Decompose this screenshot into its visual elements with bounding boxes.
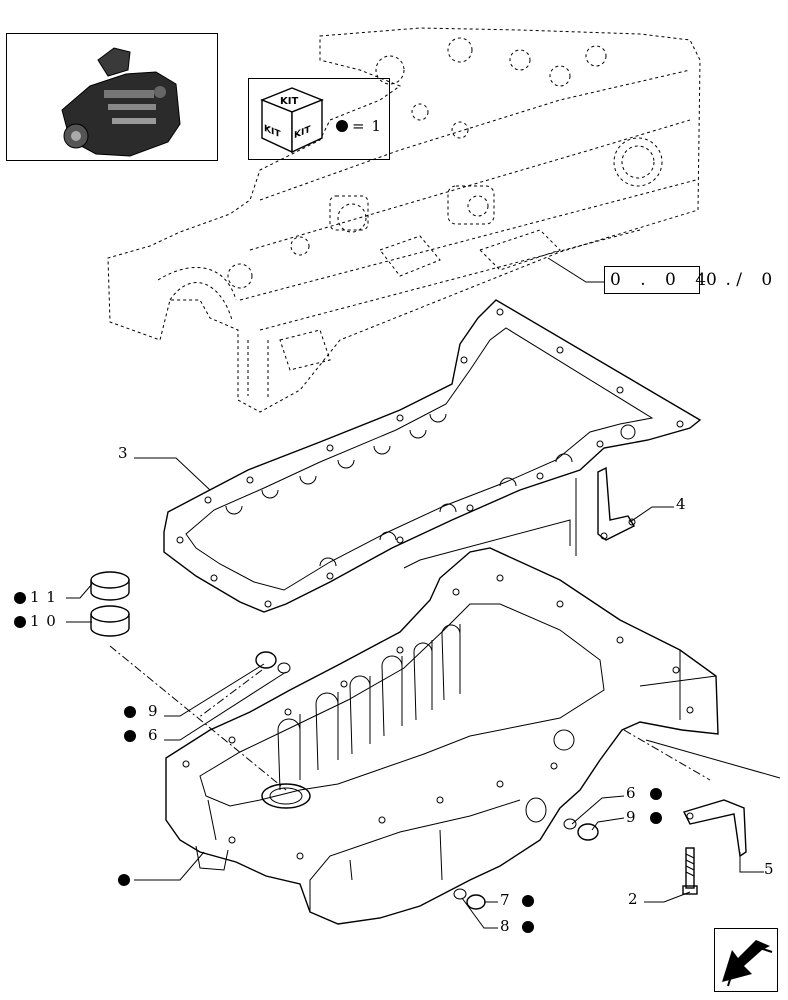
oil-pan-gasket — [163, 299, 702, 613]
callout-unnumbered-bullet — [118, 874, 130, 886]
kit-equals-text: = 1 — [352, 117, 382, 135]
callout-8: 8 — [500, 917, 511, 935]
callout-6-left-bullet — [124, 730, 136, 742]
plug-part-9-left — [255, 651, 291, 674]
kit-cube-icon — [260, 87, 324, 154]
centerline-filler — [109, 645, 287, 791]
engine-thumbnail-frame — [6, 33, 218, 161]
callout-10-bullet — [14, 616, 26, 628]
bolt-part-2 — [682, 847, 698, 895]
callout-9-right-bullet — [650, 812, 662, 824]
callout-2: 2 — [628, 890, 639, 908]
reference-code-box — [604, 266, 700, 294]
reference-code-prefix: 0 . 0 4 . — [610, 270, 738, 290]
callout-9-right: 9 — [626, 808, 637, 826]
callout-4: 4 — [676, 495, 687, 513]
sleeve-part-10 — [90, 605, 130, 637]
plug-part-9-right — [563, 818, 599, 841]
callout-7: 7 — [500, 891, 511, 909]
callout-11: 1 1 — [30, 588, 57, 606]
callout-9-left-bullet — [124, 706, 136, 718]
kit-label-left: KIT — [264, 123, 281, 141]
bracket-part-4 — [597, 466, 636, 541]
callout-11-bullet — [14, 592, 26, 604]
callout-6-right-bullet — [650, 788, 662, 800]
callout-3: 3 — [118, 444, 129, 462]
callout-6-left: 6 — [148, 726, 159, 744]
callout-6-right: 6 — [626, 784, 637, 802]
callout-10: 1 0 — [30, 612, 57, 630]
centerline-plug-left — [197, 669, 263, 719]
cap-part-11 — [90, 571, 130, 601]
legend-bullet-icon — [336, 120, 348, 132]
leader-lines — [66, 257, 781, 929]
plug-part-7 — [453, 888, 486, 910]
callout-7-bullet — [522, 895, 534, 907]
kit-legend-box: KIT KIT KIT = 1 — [248, 78, 390, 160]
back-arrow-icon — [722, 940, 773, 987]
kit-label-right: KIT — [294, 124, 311, 142]
callout-5: 5 — [764, 860, 775, 878]
callout-8-bullet — [522, 921, 534, 933]
bracket-part-5 — [683, 799, 747, 858]
callout-9-left: 9 — [148, 702, 159, 720]
oil-pan — [165, 547, 719, 925]
engine-thumbnail-icon — [61, 47, 181, 157]
back-navigation-button[interactable] — [714, 928, 778, 992]
reference-code-suffix: 0 / 0 1 — [706, 270, 788, 290]
kit-label-top: KIT — [280, 96, 299, 107]
centerline-bracket — [623, 729, 711, 781]
engine-block-outline — [107, 27, 701, 413]
